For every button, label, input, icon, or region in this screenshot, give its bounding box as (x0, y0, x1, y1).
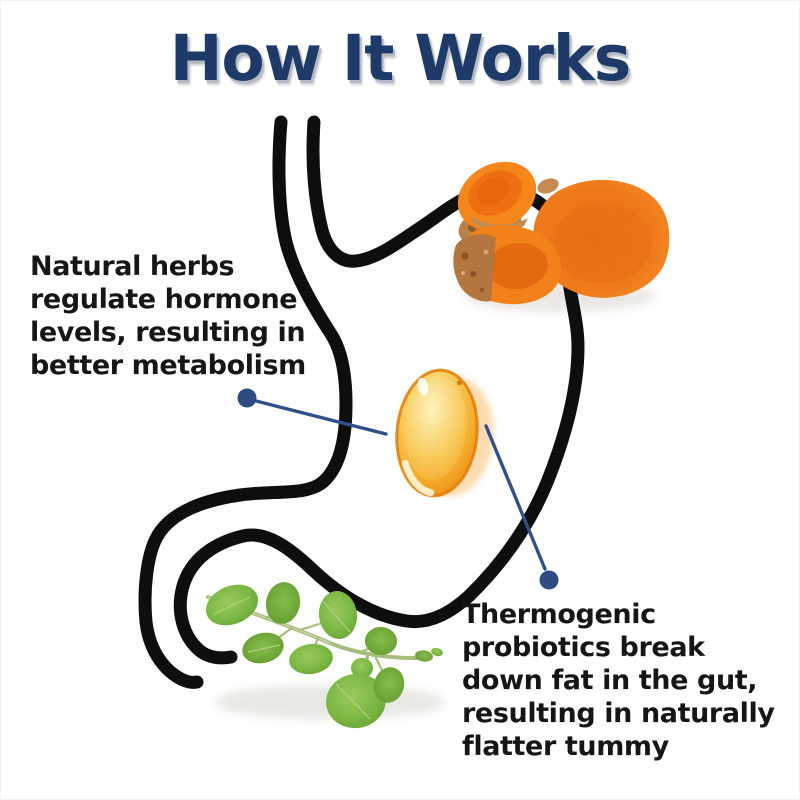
callout-pointer-lines (237, 388, 559, 590)
callout-line: Thermogenic (462, 599, 656, 630)
callout-thermogenic-probiotics: Thermogenic probiotics break down fat in… (462, 598, 775, 763)
connector-dot-left (237, 388, 257, 408)
callout-line: levels, resulting in (30, 317, 306, 348)
turmeric-piece-top (457, 161, 537, 231)
stomach-outline-drawing (138, 115, 585, 689)
turmeric-piece-bottom (453, 224, 562, 305)
callout-line: regulate hormone (30, 284, 298, 315)
callout-line: flatter tummy (462, 731, 669, 762)
connector-dot-right (539, 570, 559, 590)
callout-line: Natural herbs (30, 251, 235, 282)
turmeric-piece-right (533, 178, 670, 298)
page-title: How It Works (169, 22, 632, 95)
amber-softgel-capsule (395, 368, 494, 498)
stomach-left-wall (138, 115, 353, 689)
callout-line: down fat in the gut, (462, 665, 758, 696)
callout-line: better metabolism (30, 350, 306, 381)
connector-line-left (254, 399, 388, 436)
callout-line: resulting in naturally (462, 698, 775, 729)
callout-natural-herbs: Natural herbs regulate hormone levels, r… (30, 250, 306, 382)
callout-line: probiotics break (462, 632, 705, 663)
stomach-right-wall (173, 115, 585, 665)
moringa-leaf-sprig (205, 582, 443, 729)
turmeric-root-pieces (453, 161, 670, 305)
connector-line-right (484, 424, 547, 571)
